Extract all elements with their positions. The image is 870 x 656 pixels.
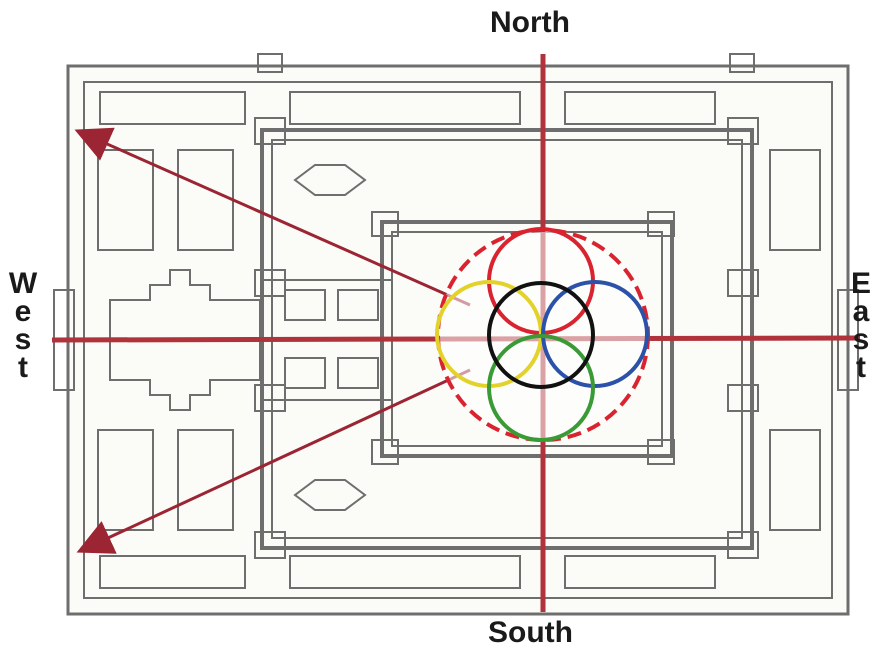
outer-panel: [99, 555, 246, 589]
outer-panel: [769, 429, 821, 531]
terrace-cell: [284, 289, 326, 321]
north-gate: [257, 53, 283, 73]
outer-panel: [99, 91, 246, 125]
west-entry: [109, 269, 261, 411]
circle-right-blue: [541, 280, 649, 388]
east-label-letter: s: [852, 323, 870, 356]
terrace-cell: [337, 357, 379, 389]
circle-center-black: [487, 281, 595, 389]
north-gate: [729, 53, 755, 73]
gopuras: [254, 117, 759, 559]
west-label-letter: t: [18, 351, 28, 384]
east-label-letter: E: [850, 267, 870, 300]
west-label-letter: e: [14, 295, 32, 328]
terrace-cell: [337, 289, 379, 321]
outer-panel: [564, 91, 716, 125]
outer-panel: [769, 149, 821, 251]
outer-panel: [97, 149, 154, 251]
arrow-northwest: [74, 127, 471, 307]
east-label-letter: t: [856, 351, 866, 384]
east-label-letter: a: [852, 295, 870, 328]
west-label-letter: W: [8, 267, 38, 300]
arrow-southwest: [76, 368, 471, 554]
south-label: South: [488, 616, 573, 649]
west-label-letter: s: [14, 323, 32, 356]
terrace-cell: [284, 357, 326, 389]
outer-panel: [564, 555, 716, 589]
library-south: [293, 479, 367, 511]
outer-panel: [289, 555, 521, 589]
north-label: North: [490, 6, 570, 39]
circle-bottom-green: [487, 334, 595, 442]
outer-panel: [289, 91, 521, 125]
library-north: [293, 164, 367, 196]
